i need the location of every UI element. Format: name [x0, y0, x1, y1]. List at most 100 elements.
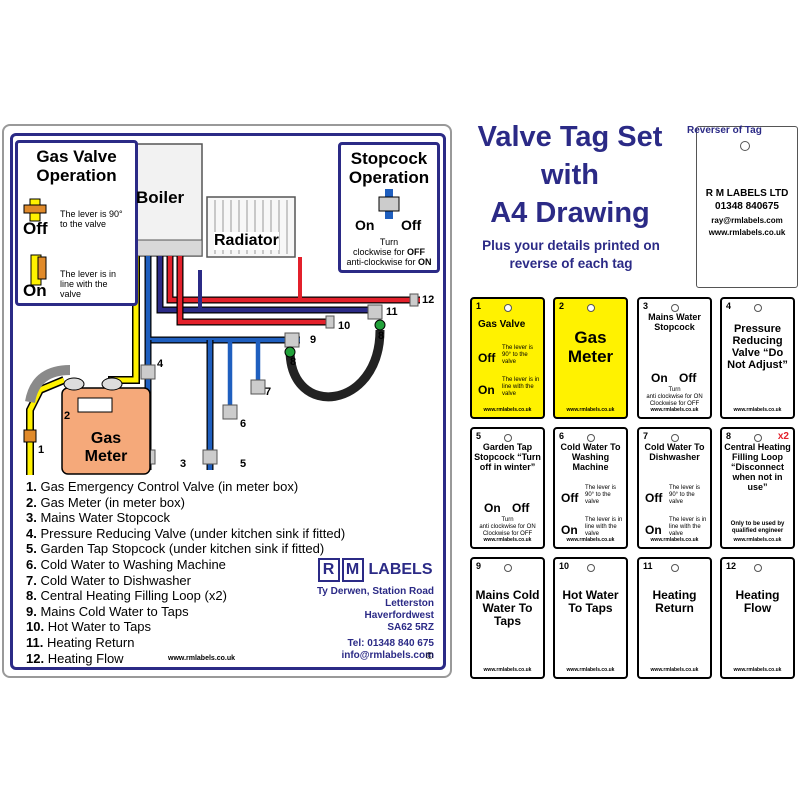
company-email: info@rmlabels.com	[341, 650, 434, 661]
valve-5	[202, 449, 218, 465]
tag-off-label: Off	[512, 501, 530, 515]
valve-9	[284, 332, 300, 348]
valve-8a-handle	[284, 346, 296, 358]
gas-valve-off-text: The lever is 90° to the valve	[60, 209, 123, 229]
legend-item: 3. Mains Water Stopcock	[26, 510, 171, 526]
tag-note-2: The lever is in line with the valve	[585, 517, 623, 537]
valve-6	[222, 404, 238, 420]
tag-url: www.rmlabels.co.uk	[566, 407, 615, 413]
company-address-1: Ty Derwen, Station Road	[316, 586, 434, 597]
tag-note-2: The lever is in line with the valve	[669, 517, 707, 537]
tag-title: Heating Return	[652, 588, 697, 616]
legend-item: 1. Gas Emergency Control Valve (in meter…	[26, 479, 299, 494]
tag-hole	[754, 434, 762, 442]
tag-note-1: The lever is 90° to the valve	[585, 485, 617, 505]
legend-item: 12. Heating Flow	[26, 650, 124, 666]
label-12: 12	[422, 294, 435, 306]
reverse-tag: Reverser of Tag R M LABELS LTD 01348 840…	[687, 125, 798, 288]
tag-number: 11	[643, 561, 653, 571]
tag-hole	[754, 564, 762, 572]
label-7: 7	[265, 386, 272, 398]
tag-on-label: On	[645, 523, 662, 537]
tag-number: 12	[726, 561, 737, 571]
tag-note-1: The lever is 90° to the valve	[669, 485, 701, 505]
company-address-3: Haverfordwest	[364, 610, 434, 621]
tag-url: www.rmlabels.co.uk	[733, 407, 782, 413]
gas-valve-on-text: The lever is in line with the valve	[60, 269, 117, 299]
valve-7	[250, 379, 266, 395]
reverse-tag-phone: 01348 840675	[715, 201, 779, 212]
legend-item: 6. Cold Water to Washing Machine	[26, 556, 226, 572]
legend-item: 7. Cold Water to Dishwasher	[26, 572, 191, 588]
stopcock-off-label: Off	[401, 217, 422, 233]
tag-note-2: anti clockwise for ON	[479, 524, 536, 530]
boiler-body	[129, 143, 203, 257]
tag-title: Mains Cold Water To Taps	[475, 588, 540, 629]
valve-10	[325, 315, 335, 329]
gas-valve-operation-panel: Gas Valve Operation Off The lever is 90°…	[15, 140, 138, 306]
tag-url: www.rmlabels.co.uk	[733, 667, 782, 673]
tag-title: Heating Flow	[735, 588, 780, 616]
company-address-2: Letterston	[385, 598, 434, 609]
label-5: 5	[240, 458, 247, 470]
legend-item: 8. Central Heating Filling Loop (x2)	[26, 588, 227, 604]
legend-item: 9. Mains Cold Water to Taps	[26, 603, 189, 619]
label-9: 9	[310, 334, 317, 346]
drawing-footer-url: www.rmlabels.co.uk	[168, 655, 236, 662]
gas-valve-off-icon	[23, 198, 47, 222]
tag-url: www.rmlabels.co.uk	[566, 667, 615, 673]
tag-on-label: On	[651, 371, 668, 385]
stopcock-line2: clockwise for OFF	[352, 247, 425, 257]
tag-number: 8	[726, 431, 732, 441]
valve-12	[409, 293, 419, 307]
boiler-base	[129, 239, 203, 257]
company-address-4: SA62 5RZ	[387, 622, 434, 633]
legend-item: 10. Hot Water to Taps	[26, 619, 152, 635]
tag-url: www.rmlabels.co.uk	[650, 667, 699, 673]
tag-off-label: Off	[645, 491, 663, 505]
tag-hole	[587, 434, 595, 442]
tag-on-label: On	[478, 383, 495, 397]
legend-item: 4. Pressure Reducing Valve (under kitche…	[26, 525, 346, 541]
stopcock-panel-title: Stopcock Operation	[348, 149, 430, 187]
stopcock-operation-panel: Stopcock Operation On Off Turn clockwise…	[338, 142, 440, 273]
tag-number: 2	[559, 301, 565, 311]
reverse-tag-label: Reverser of Tag	[687, 125, 762, 136]
tag-title: Cold Water To Washing Machine	[560, 442, 621, 472]
tag-note-2: The lever is in line with the valve	[502, 377, 540, 397]
tag-hole	[671, 564, 679, 572]
label-1: 1	[38, 444, 45, 456]
tag-title: Mains Water Stopcock	[648, 312, 701, 332]
tag-url: www.rmlabels.co.uk	[566, 537, 615, 543]
stopcock-line3: anti-clockwise for ON	[346, 257, 432, 267]
tag-title: Hot Water To Taps	[562, 588, 619, 616]
tag-title: Pressure Reducing Valve “Do Not Adjust”	[727, 323, 788, 372]
gas-valve-on-icon	[30, 254, 47, 286]
tag-hole	[754, 304, 762, 312]
tag-url: www.rmlabels.co.uk	[483, 537, 532, 543]
label-4: 4	[157, 358, 164, 370]
tag-hole	[587, 564, 595, 572]
tag-url: www.rmlabels.co.uk	[483, 407, 532, 413]
tag-note-3: Clockwise for OFF	[649, 401, 700, 407]
tag-note-1: Turn	[668, 387, 681, 393]
label-6: 6	[240, 418, 247, 430]
boiler-label: Boiler	[136, 188, 185, 207]
tag-number: 10	[559, 561, 570, 571]
tag-title: Cold Water To Dishwasher	[644, 442, 705, 462]
stopcock-valve-icon	[378, 189, 400, 219]
gas-meter-label: Gas Meter	[84, 430, 128, 465]
tag-url: www.rmlabels.co.uk	[650, 537, 699, 543]
gas-valve-panel-title: Gas Valve Operation	[36, 147, 117, 185]
reverse-tag-hole	[740, 141, 750, 151]
company-block: R M LABELS Ty Derwen, Station Road Lette…	[316, 558, 434, 662]
stopcock-line1: Turn	[379, 237, 399, 247]
label-11: 11	[386, 306, 398, 318]
tag-note-1: Turn	[501, 517, 514, 523]
